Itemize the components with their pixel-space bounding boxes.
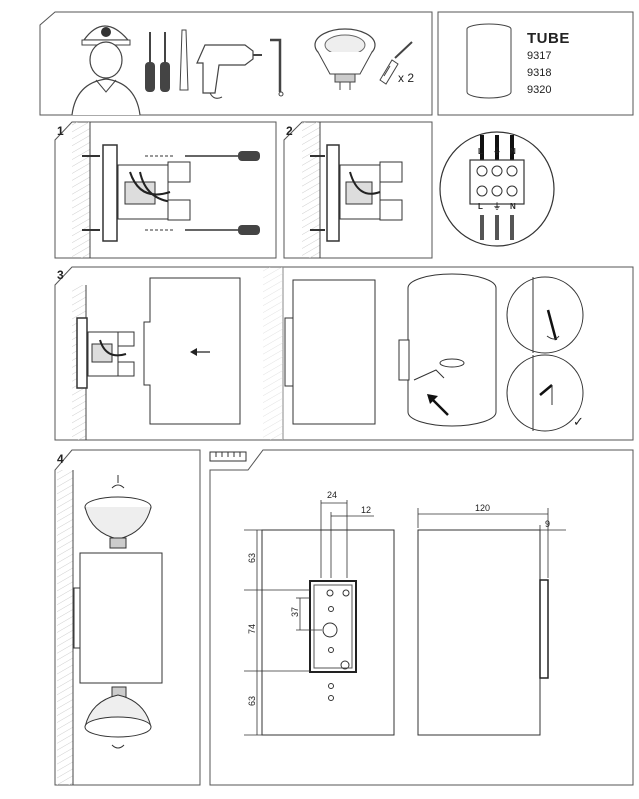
- product-code-2: 9318: [527, 67, 552, 79]
- terminal-label-bottom-l: L: [478, 202, 483, 211]
- terminal-label-bottom-earth: ⏚: [493, 202, 501, 211]
- dim-top-spacing: 63: [247, 553, 257, 564]
- step4-panel: [54, 449, 201, 786]
- terminal-label-top-n: N: [510, 147, 516, 156]
- hex-key-icon: [270, 38, 284, 97]
- step-number-4: 4: [57, 452, 64, 466]
- confirm-check-icon: ✓: [573, 414, 584, 429]
- step3-divider: [263, 267, 284, 440]
- dimensions-panel: [209, 449, 634, 786]
- screw-detail-tighten: [506, 354, 584, 432]
- step2-wiring-illustration: [310, 144, 403, 242]
- tube-body-slide: [143, 277, 241, 425]
- product-panel: [437, 11, 634, 116]
- ruler-icon: [209, 451, 247, 462]
- terminal-label-top-l: L: [478, 147, 483, 156]
- terminal-label-top-earth: ⏚: [493, 147, 501, 156]
- terminal-label-bottom-n: N: [510, 202, 516, 211]
- tube-mounted: [284, 279, 376, 425]
- dim-bracket-offset: 12: [361, 505, 372, 515]
- product-code-1: 9317: [527, 50, 552, 62]
- lamp-insert-top: [84, 475, 152, 549]
- screw-detail-loosen: [506, 276, 584, 354]
- tube-cylinder-lock: [398, 273, 497, 427]
- step-number-1: 1: [57, 124, 64, 138]
- step1-wiring-illustration: [82, 144, 260, 242]
- product-title: TUBE: [527, 30, 570, 47]
- installer-helmet-icon: [71, 25, 141, 116]
- dim-bottom-spacing: 63: [247, 696, 257, 707]
- led-lamp-icon: [314, 28, 376, 90]
- step3-wiring-illustration: [76, 317, 135, 389]
- product-code-3: 9320: [527, 84, 552, 96]
- dim-bracket-height: 74: [247, 624, 257, 635]
- dim-diameter: 120: [475, 503, 491, 513]
- screwdriver-icon: [145, 29, 189, 92]
- tools-panel: [39, 11, 433, 116]
- drill-icon: [196, 44, 262, 99]
- step-number-3: 3: [57, 268, 64, 282]
- dim-wall-gap: 9: [545, 519, 551, 529]
- dim-bracket-width: 24: [327, 490, 338, 500]
- wall-plug-screw-icon: [379, 41, 413, 85]
- lamp-insert-bottom: [84, 686, 152, 749]
- tube-front-view: [73, 552, 163, 684]
- step-number-2: 2: [286, 124, 293, 138]
- screw-quantity-label: x 2: [398, 71, 415, 85]
- tube-cylinder-icon: [466, 23, 512, 99]
- bracket-dimension-drawing: [244, 500, 395, 736]
- dim-hole-spacing: 37: [290, 607, 300, 618]
- terminal-block-detail: [439, 131, 555, 247]
- side-dimension-drawing: [417, 508, 566, 736]
